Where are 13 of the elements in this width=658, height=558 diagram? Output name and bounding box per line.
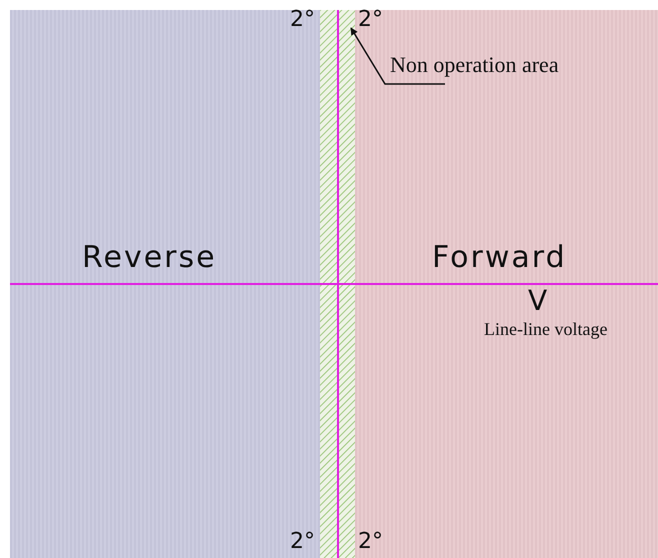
region-label: Reverse bbox=[82, 240, 217, 275]
angle-label: 2° bbox=[358, 530, 383, 554]
leader-arrow bbox=[350, 27, 445, 85]
axis-label: V bbox=[528, 286, 548, 317]
region-label: Forward bbox=[432, 240, 567, 275]
reverse-region bbox=[10, 10, 320, 558]
angle-label: 2° bbox=[358, 8, 383, 32]
angle-label: 2° bbox=[290, 8, 315, 32]
axis-title: Line-line voltage bbox=[484, 320, 608, 340]
angle-label: 2° bbox=[290, 530, 315, 554]
forward-region bbox=[355, 10, 658, 558]
callout-text: Non operation area bbox=[390, 52, 559, 78]
hatched-band bbox=[320, 10, 355, 558]
